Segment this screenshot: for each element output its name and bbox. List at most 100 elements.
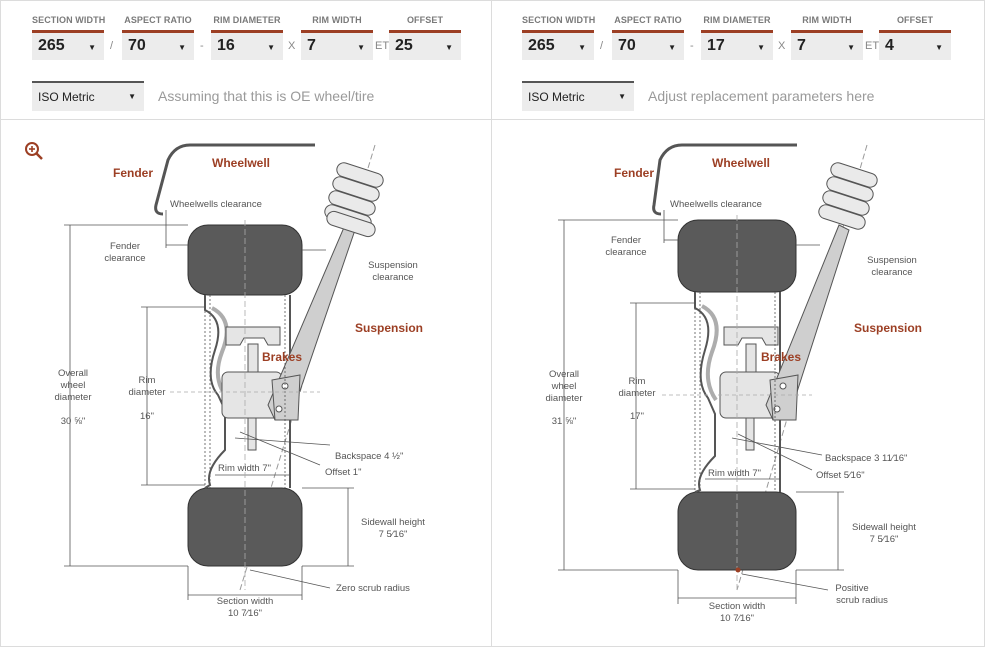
- brake-caliper: [723, 326, 779, 346]
- zoom-in-icon[interactable]: [24, 141, 44, 161]
- rim-diameter-diagram-label: Rim: [629, 376, 646, 387]
- rim-diameter-select[interactable]: 17 ▼: [701, 30, 773, 60]
- section-width-label: SECTION WIDTH: [522, 15, 596, 25]
- fender-label: Fender: [614, 166, 654, 180]
- sidewall-height-value: 7 5⁄16": [870, 534, 899, 545]
- knuckle: [769, 374, 799, 421]
- suspension-clearance-label: Suspension: [368, 260, 418, 271]
- aspect-ratio-select[interactable]: 70 ▼: [612, 30, 684, 60]
- rim-diameter-value: 16: [217, 37, 235, 54]
- knuckle-bolt: [773, 405, 781, 413]
- section-width-select[interactable]: 265▼: [32, 30, 104, 60]
- fender-clearance-label: clearance: [605, 247, 646, 258]
- suspension-clearance-label: clearance: [871, 267, 912, 278]
- chevron-down-icon: ▼: [578, 43, 586, 52]
- rim-diameter-value: 17: [707, 37, 725, 54]
- separator-slash: /: [110, 40, 114, 52]
- fender-clearance-label: clearance: [104, 253, 145, 264]
- wheelwells-clearance-label: Wheelwells clearance: [670, 199, 762, 210]
- offset-diagram-label: Offset 5⁄16": [816, 470, 865, 481]
- section-width-diagram-label: Section width: [217, 596, 274, 607]
- standard-select[interactable]: ISO Metric ▼: [522, 81, 634, 111]
- right-wheel-diagram: Fender Wheelwell Wheelwells clearance Fe…: [546, 143, 922, 624]
- rim-width-diagram-label: Rim width 7": [218, 463, 271, 474]
- rim-width-label: RIM WIDTH: [802, 15, 852, 25]
- chevron-down-icon: ▼: [445, 43, 453, 52]
- standard-select[interactable]: ISO Metric▼: [32, 81, 144, 111]
- chevron-down-icon: ▼: [357, 43, 365, 52]
- overall-diameter-label: Overall: [58, 368, 88, 379]
- rim-width-label: RIM WIDTH: [312, 15, 362, 25]
- left-wheel-diagram: Fender Wheelwell Wheelwells clearance Fe…: [55, 143, 425, 619]
- overall-diameter-label: wheel: [551, 381, 577, 392]
- axle-stub: [247, 417, 257, 451]
- rim-width-value: 7: [307, 37, 316, 54]
- section-width-diagram-value: 10 7⁄16": [228, 608, 262, 619]
- sidewall-height-label: Sidewall height: [361, 517, 425, 528]
- overall-diameter-value: 30 ⅝": [61, 416, 86, 427]
- dimension-lines: [558, 210, 844, 604]
- separator-dash: -: [690, 40, 694, 52]
- section-width-value: 265: [528, 37, 555, 54]
- rim-width-value: 7: [797, 37, 806, 54]
- section-width-label: SECTION WIDTH: [32, 15, 106, 25]
- offset-select[interactable]: 25▼: [389, 30, 461, 60]
- section-width-select[interactable]: 265 ▼: [522, 30, 594, 60]
- chevron-down-icon: ▼: [757, 43, 765, 52]
- wheelwell-label: Wheelwell: [212, 156, 270, 170]
- section-width-diagram-value: 10 7⁄16": [720, 613, 754, 624]
- brakes-label: Brakes: [262, 350, 302, 364]
- chevron-down-icon: ▼: [668, 43, 676, 52]
- backspace-label: Backspace 4 ½": [335, 451, 403, 462]
- rim-width-select[interactable]: 7▼: [791, 30, 863, 60]
- chevron-down-icon: ▼: [618, 92, 626, 101]
- wheelwells-clearance-label: Wheelwells clearance: [170, 199, 262, 210]
- rim-diameter-select[interactable]: 16▼: [211, 30, 283, 60]
- chevron-down-icon: ▼: [88, 43, 96, 52]
- separator-dash: -: [200, 40, 204, 52]
- aspect-ratio-label: ASPECT RATIO: [614, 15, 682, 25]
- left-controls: SECTION WIDTH ASPECT RATIO RIM DIAMETER …: [0, 0, 491, 120]
- overall-diameter-value: 31 ⅝": [552, 416, 577, 427]
- brakes-label: Brakes: [761, 350, 801, 364]
- scrub-radius-label: Positive: [835, 583, 868, 594]
- rim-spoke: [210, 306, 229, 398]
- fender-label: Fender: [113, 166, 153, 180]
- scrub-radius-label: scrub radius: [836, 595, 888, 606]
- chevron-down-icon: ▼: [935, 43, 943, 52]
- knuckle-bolt: [779, 382, 787, 390]
- offset-diagram-label: Offset 1": [325, 467, 361, 478]
- rim-diameter-label: RIM DIAMETER: [213, 15, 281, 25]
- sidewall-height-label: Sidewall height: [852, 522, 916, 533]
- standard-value: ISO Metric: [528, 90, 585, 104]
- rim-diameter-diagram-label: diameter: [619, 388, 656, 399]
- rim-spoke: [700, 304, 719, 402]
- wheelwell-label: Wheelwell: [712, 156, 770, 170]
- offset-select[interactable]: 4▼: [879, 30, 951, 60]
- brake-caliper: [225, 326, 281, 346]
- aspect-ratio-label: ASPECT RATIO: [124, 15, 192, 25]
- sidewall-height-value: 7 5⁄16": [379, 529, 408, 540]
- right-panel: SECTION WIDTH ASPECT RATIO RIM DIAMETER …: [492, 0, 984, 647]
- aspect-ratio-select[interactable]: 70▼: [122, 30, 194, 60]
- suspension-clearance-label: clearance: [372, 272, 413, 283]
- suspension-label: Suspension: [854, 321, 922, 335]
- overall-diameter-label: wheel: [60, 380, 86, 391]
- knuckle: [271, 374, 301, 421]
- aspect-ratio-value: 70: [618, 37, 636, 54]
- fender-shape: [154, 143, 315, 216]
- backspace-label: Backspace 3 11⁄16": [825, 453, 907, 464]
- rim-diameter-label: RIM DIAMETER: [703, 15, 771, 25]
- suspension-label: Suspension: [355, 321, 423, 335]
- left-hint: Assuming that this is OE wheel/tire: [158, 88, 375, 104]
- offset-value: 4: [885, 37, 894, 54]
- rim-diameter-diagram-label: diameter: [129, 387, 166, 398]
- rim-diameter-diagram-label: Rim: [139, 375, 156, 386]
- right-hint: Adjust replacement parameters here: [648, 88, 875, 104]
- fender-clearance-label: Fender: [611, 235, 641, 246]
- fender-clearance-label: Fender: [110, 241, 140, 252]
- rim-width-select[interactable]: 7▼: [301, 30, 373, 60]
- separator-et: ET: [865, 40, 880, 52]
- suspension-spring: [818, 162, 878, 230]
- rim-diameter-diagram-value: 16": [140, 411, 154, 422]
